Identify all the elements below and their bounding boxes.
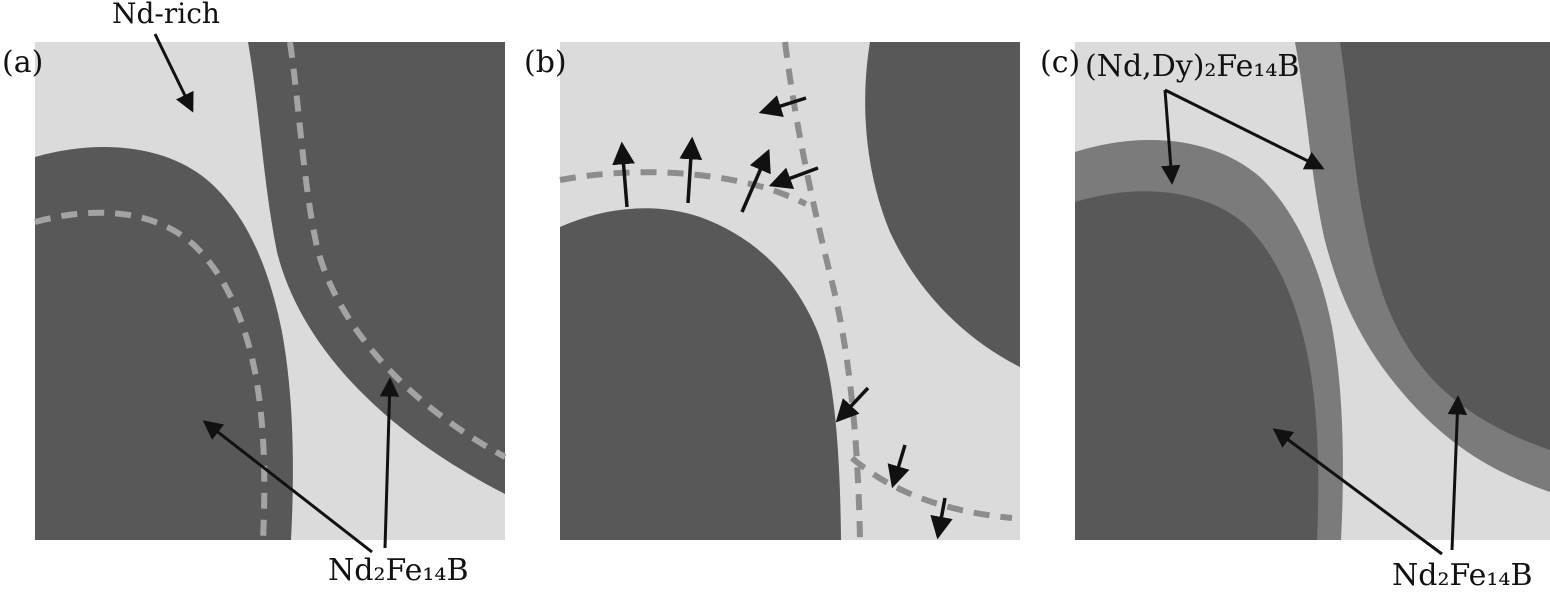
panel-c: (c) xyxy=(1040,42,1550,540)
panel-b-dashed-diffusion-front-vertical xyxy=(782,41,863,541)
nd-rich-annotation-arrow xyxy=(153,33,194,113)
panel-a-dashed-line-left-grain xyxy=(34,209,268,541)
diffusion-arrow-up-2 xyxy=(679,136,703,204)
core-arrow-left-grain-c xyxy=(1272,428,1443,556)
panel-b-dashed-diffusion-front-horizontal xyxy=(559,169,808,207)
nd2fe14b-arrow-left-grain-a xyxy=(202,420,373,554)
panel-c-label: (c) xyxy=(1040,45,1080,80)
shell-arrow-left-grain-c xyxy=(1161,89,1181,185)
panel-b-dashed-diffusion-front-branch xyxy=(850,455,1013,521)
diffusion-arrow-up-1 xyxy=(612,141,635,208)
nd2fe14b-label-c: Nd₂Fe₁₄B xyxy=(1392,558,1533,593)
panel-b-label: (b) xyxy=(524,45,567,80)
panel-c-core-top-right xyxy=(1340,42,1550,450)
diffusion-arrow-down-1 xyxy=(835,386,870,423)
panel-a-grain-top-right xyxy=(248,42,505,494)
core-arrow-right-grain-c xyxy=(1447,395,1468,551)
diffusion-arrow-down-3 xyxy=(930,497,953,540)
nd2fe14b-arrow-right-grain-a xyxy=(379,377,400,549)
diffusion-arrow-up-3 xyxy=(740,148,771,213)
panel-b: (b) xyxy=(524,41,1020,541)
diffusion-arrow-left-1 xyxy=(758,95,807,117)
diffusion-arrow-down-2 xyxy=(887,444,910,489)
panel-a: (a) xyxy=(2,41,507,541)
nd2fe14b-label-a: Nd₂Fe₁₄B xyxy=(328,553,469,588)
diffusion-arrow-left-2 xyxy=(768,166,819,189)
panel-c-core-bottom-left xyxy=(1075,191,1319,540)
panel-b-grain-top-right xyxy=(865,42,1020,367)
panel-b-grain-bottom-left xyxy=(560,208,841,541)
shell-arrow-right-grain-c xyxy=(1164,88,1325,170)
nd-rich-label: Nd-rich xyxy=(112,0,220,30)
panel-a-label: (a) xyxy=(2,45,43,80)
nddy2fe14b-label-c: (Nd,Dy)₂Fe₁₄B xyxy=(1085,49,1299,84)
